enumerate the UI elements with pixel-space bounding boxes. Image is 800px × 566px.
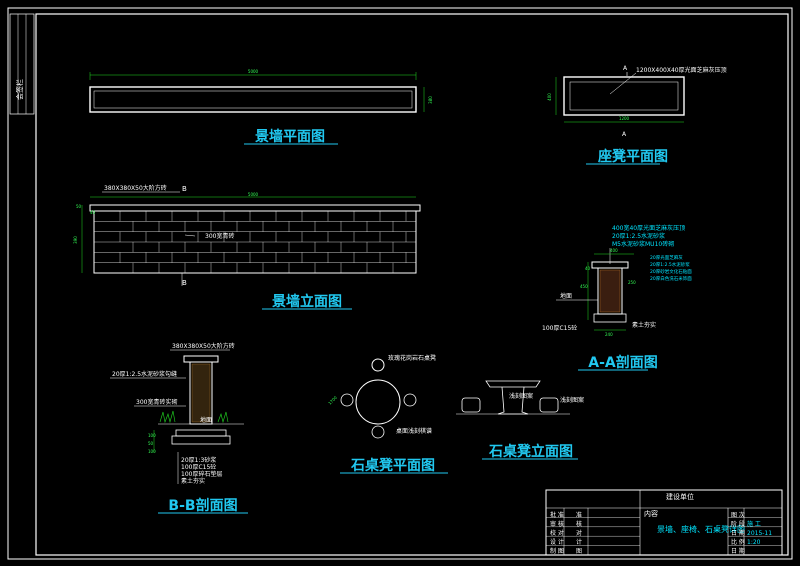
tb-left2-1: 准 [576, 511, 582, 519]
tb-right-3: 日 期 [731, 529, 745, 537]
bb-top-note: 380X380X50大阶方砖 [172, 342, 235, 350]
table-plan-dim: 1700 [327, 395, 338, 406]
aa-note-1: 400宽40厚光面芝麻灰压顶 [612, 224, 685, 232]
tb-val-scale: 1:20 [747, 539, 761, 546]
table-plan-title: 石桌凳平面图 [350, 457, 435, 474]
wall-elev-title: 景墙立面图 [272, 293, 342, 310]
wall-plan-dim-height: 380 [428, 96, 433, 104]
aa-dim-h2: 250 [628, 280, 636, 285]
tb-left2-2: 核 [576, 520, 582, 528]
bb-brick-note: 300宽青砖实砌 [136, 398, 177, 406]
table-elevation-view: 浅刻图案 浅刻图案 石桌凳立面图 [456, 380, 584, 460]
outer-border [7, 7, 793, 560]
wall-plan-title: 景墙平面图 [255, 128, 325, 145]
bb-dim-2: 50 [148, 441, 154, 446]
seat-plan-title: 座凳平面图 [598, 148, 668, 165]
tb-left-1: 批 准 [550, 511, 564, 519]
tb-val-date: 2015-11 [747, 530, 772, 537]
seat-plan-dim-h: 400 [547, 93, 552, 101]
wall-elev-dim-cap: 50 [76, 204, 82, 209]
tb-left-4: 设 计 [550, 538, 564, 546]
aa-note-2: 20厚1:2.5水泥砂浆 [612, 232, 665, 240]
tb-left-5: 制 图 [550, 547, 564, 555]
seat-plan-view: A 1200X400X40厚光面芝麻灰压顶 400 1200 A 座凳平面图 [547, 65, 727, 165]
tb-right-4: 比 例 [731, 538, 745, 546]
wall-elev-dim-cap2: 40 [90, 210, 96, 215]
tb-left2-4: 计 [576, 538, 582, 546]
side-label: 会签栏 [15, 79, 24, 100]
bb-layer-2: 100厚C15砼 [181, 463, 216, 471]
tb-val-stage: 施 工 [747, 520, 761, 528]
wall-elevation-view: 380X380X50大阶方砖 B 5000 300宽青砖 390 50 40 B… [73, 184, 421, 310]
tb-left-2: 审 核 [550, 520, 564, 528]
table-elev-title: 石桌凳立面图 [488, 443, 573, 460]
seat-section-mark-top: A [623, 65, 628, 72]
bb-dim-3: 100 [148, 449, 156, 454]
inner-border [35, 13, 789, 556]
aa-section-title: A-A剖面图 [588, 354, 657, 371]
wall-elev-dim-h: 390 [73, 236, 78, 244]
tb-right-1: 图 次 [731, 511, 745, 519]
aa-dim-h: 450 [580, 284, 588, 289]
tb-right-2: 阶 段 [731, 520, 745, 528]
aa-right-note-1: 20厚光面芝麻灰 [650, 254, 683, 261]
bb-mid-note: 20厚1:2.5水泥砂浆勾缝 [112, 370, 177, 378]
bb-ground-label: 地面 [200, 416, 212, 424]
tb-right-5: 日 期 [731, 547, 745, 555]
bb-section-view: 380X380X50大阶方砖 20厚1:2.5水泥砂浆勾缝 300宽青砖实砌 地… [110, 342, 248, 514]
title-block-content: 景墙、座椅、石桌凳详图 [657, 524, 745, 534]
bb-layer-3: 100厚碎石垫层 [181, 470, 222, 478]
tb-left2-3: 对 [576, 529, 582, 537]
aa-ground-label: 地面 [560, 292, 572, 300]
bb-layer-1: 20厚1:3砂浆 [181, 456, 216, 464]
table-plan-view: 玫瑰花岗岩石桌凳 桌面浅刻棋谱 1700 石桌凳平面图 [327, 354, 448, 474]
wall-elev-cap-note: 380X380X50大阶方砖 [104, 184, 167, 192]
wall-plan-dim-length: 5000 [248, 69, 259, 74]
wall-elev-fill-note: 300宽青砖 [205, 232, 234, 240]
wall-elev-section-mark-top: B [182, 185, 187, 193]
aa-note-3: M5水泥砂浆MU10砖砌 [612, 240, 674, 248]
aa-right-note-3: 20厚砂岩文化石贴面 [650, 268, 692, 275]
aa-right-note-2: 20厚1:2.5水泥砂浆 [650, 261, 690, 268]
wall-plan-view: 5000 380 景墙平面图 [89, 69, 433, 145]
aa-dim-base: 240 [605, 332, 613, 337]
title-block-header: 建设单位 [666, 492, 694, 501]
table-plan-note-1: 玫瑰花岗岩石桌凳 [388, 354, 436, 362]
tb-left2-5: 图 [576, 548, 582, 555]
bb-layer-4: 素土夯实 [181, 477, 205, 485]
title-block-content-label: 内容 [644, 509, 658, 518]
brick-pattern [94, 211, 416, 273]
table-plan-note-2: 桌面浅刻棋谱 [396, 427, 432, 435]
aa-dim-top: 400 [610, 248, 618, 253]
table-elev-note-1: 浅刻图案 [509, 392, 533, 400]
bb-section-title: B-B剖面图 [168, 497, 237, 514]
tb-left-3: 校 对 [550, 529, 564, 537]
title-block: 建设单位 内容 景墙、座椅、石桌凳详图 批 准 审 核 校 对 设 计 制 图 … [545, 489, 783, 556]
table-elev-note-2: 浅刻图案 [560, 396, 584, 404]
wall-elev-dim-length: 5000 [248, 192, 259, 197]
aa-base-label: 100厚C15砼 [542, 324, 577, 332]
seat-plan-dim-len: 1200 [619, 116, 630, 121]
aa-soil-label: 素土夯实 [632, 321, 656, 329]
wall-elev-section-mark-bottom: B [182, 279, 187, 287]
seat-plan-callout: 1200X400X40厚光面芝麻灰压顶 [636, 66, 727, 74]
seat-section-mark-bottom: A [622, 131, 627, 138]
side-signature-box [9, 13, 35, 115]
aa-section-view: 400宽40厚光面芝麻灰压顶 20厚1:2.5水泥砂浆 M5水泥砂浆MU10砖砌… [542, 224, 692, 371]
aa-right-note-4: 20厚白色洗石米饰面 [650, 275, 692, 282]
bb-dim-1: 100 [148, 433, 156, 438]
